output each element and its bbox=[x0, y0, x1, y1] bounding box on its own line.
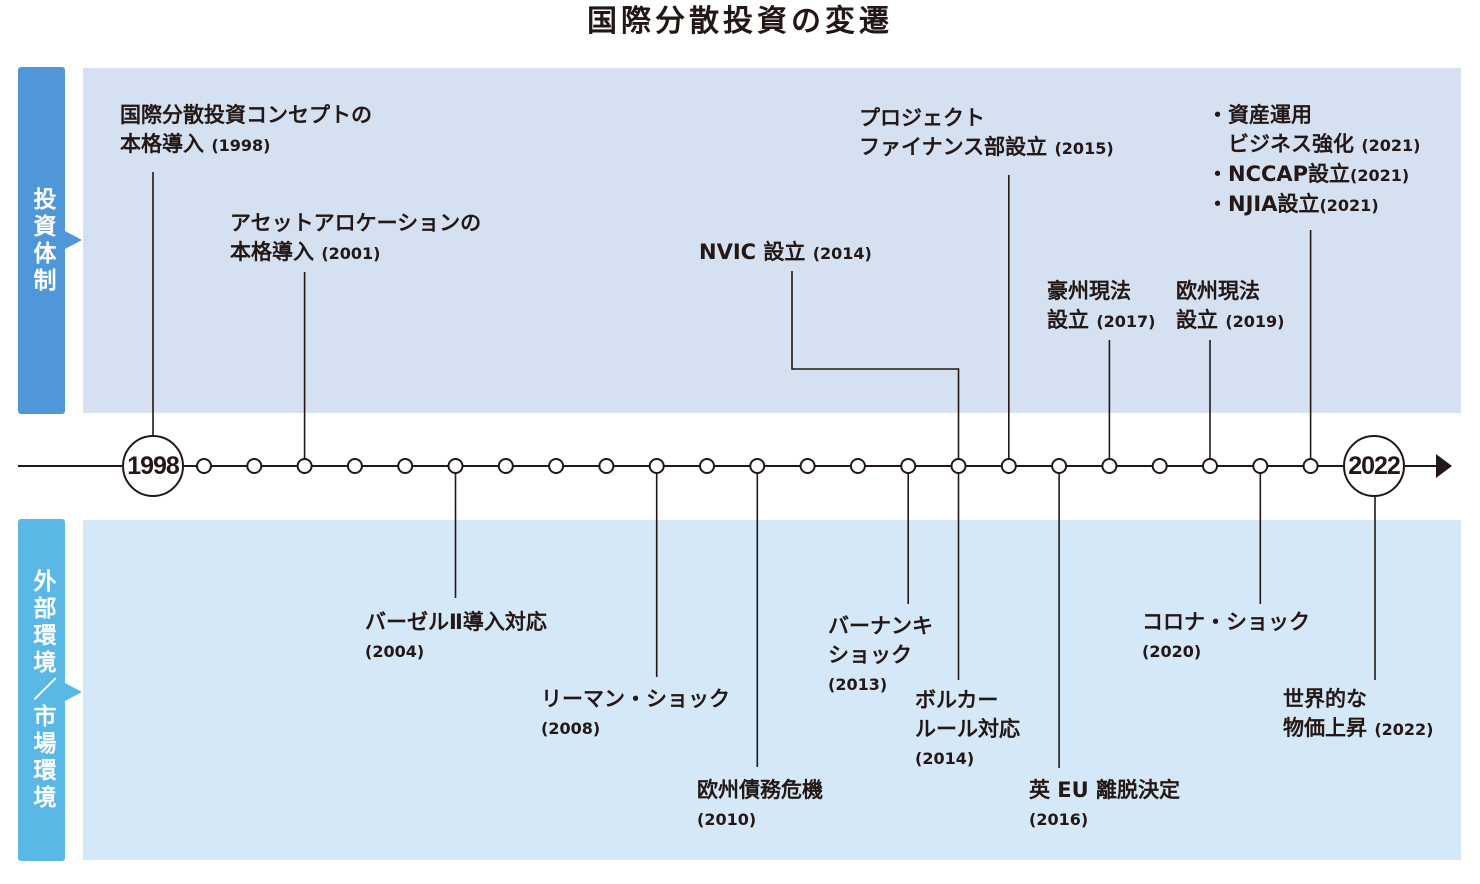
timeline-tick-2017 bbox=[1101, 458, 1118, 474]
event-inflation: 世界的な 物価上昇 (2022) bbox=[1283, 685, 1433, 744]
event-euro-debt: 欧州債務危機 (2010) bbox=[697, 776, 823, 834]
event-line: リーマン・ショック bbox=[541, 687, 730, 711]
event-year: (2015) bbox=[1054, 139, 1114, 158]
event-line: プロジェクト bbox=[859, 106, 985, 130]
event-line: アセットアロケーションの bbox=[230, 211, 482, 235]
event-line: バーナンキ bbox=[828, 614, 933, 638]
event-line: 欧州債務危機 bbox=[697, 778, 823, 802]
event-year: (2001) bbox=[321, 244, 381, 263]
event-corona: コロナ・ショック (2020) bbox=[1142, 608, 1310, 666]
event-year: (2021) bbox=[1350, 166, 1410, 185]
event-europe-sub: 欧州現法 設立 (2019) bbox=[1176, 277, 1284, 336]
event-line: 本格導入 bbox=[230, 240, 314, 264]
event-line: 豪州現法 bbox=[1047, 279, 1131, 303]
event-year: (1998) bbox=[211, 136, 271, 155]
event-year: (2017) bbox=[1096, 312, 1156, 331]
event-line: 世界的な bbox=[1283, 687, 1367, 711]
event-lehman: リーマン・ショック (2008) bbox=[541, 685, 730, 743]
event-year: (2014) bbox=[812, 244, 872, 263]
timeline-tick-2003 bbox=[397, 458, 414, 474]
event-year: (2016) bbox=[1029, 810, 1089, 829]
timeline-tick-2013 bbox=[900, 458, 917, 474]
event-bullet: ビジネス強化 bbox=[1207, 132, 1354, 156]
event-bullet: ・NCCAP設立 bbox=[1207, 162, 1351, 186]
event-line: 本格導入 bbox=[120, 132, 204, 156]
timeline-tick-2010 bbox=[749, 458, 766, 474]
event-year: (2008) bbox=[541, 719, 601, 738]
external-environment-pointer-icon bbox=[65, 683, 82, 701]
timeline-tick-2015 bbox=[1000, 458, 1017, 474]
timeline-tick-2009 bbox=[699, 458, 715, 474]
investment-system-band bbox=[83, 68, 1461, 413]
event-project-finance: プロジェクト ファイナンス部設立 (2015) bbox=[859, 104, 1114, 163]
external-environment-band bbox=[83, 520, 1461, 860]
timeline-tick-2001 bbox=[296, 458, 313, 474]
timeline-tick-2000 bbox=[246, 458, 263, 474]
event-australia-sub: 豪州現法 設立 (2017) bbox=[1047, 277, 1155, 336]
event-year: (2014) bbox=[915, 749, 975, 768]
event-nvic: NVIC 設立 (2014) bbox=[699, 238, 872, 268]
event-line: コロナ・ショック bbox=[1142, 610, 1310, 634]
timeline-tick-2011 bbox=[799, 458, 816, 474]
external-environment-side-label: 外部環境／市場環境 bbox=[18, 519, 65, 861]
event-line: ファイナンス部設立 bbox=[859, 135, 1048, 159]
event-line: 英 EU 離脱決定 bbox=[1029, 778, 1181, 802]
timeline-tick-2007 bbox=[598, 458, 615, 474]
event-line: 物価上昇 bbox=[1283, 716, 1367, 740]
timeline-tick-2006 bbox=[548, 458, 565, 474]
event-year: (2022) bbox=[1374, 720, 1434, 739]
timeline-tick-1999 bbox=[196, 458, 212, 474]
event-intl-diversification: 国際分散投資コンセプトの 本格導入 (1998) bbox=[120, 101, 372, 160]
external-environment-side-text: 外部環境／市場環境 bbox=[29, 568, 55, 812]
diagram-title: 国際分散投資の変遷 bbox=[587, 4, 893, 39]
timeline-tick-2020 bbox=[1252, 458, 1269, 474]
event-line: ボルカー bbox=[915, 688, 999, 712]
event-line: ショック bbox=[828, 643, 912, 667]
timeline-tick-2008 bbox=[648, 458, 665, 474]
event-year: (2021) bbox=[1361, 136, 1421, 155]
event-line: 欧州現法 bbox=[1176, 279, 1260, 303]
event-year: (2004) bbox=[365, 642, 425, 661]
timeline-tick-2012 bbox=[849, 458, 866, 474]
event-year: (2019) bbox=[1225, 312, 1285, 331]
event-business-2021: ・資産運用 ビジネス強化 (2021) ・NCCAP設立(2021) ・NJIA… bbox=[1207, 101, 1420, 220]
event-line: ルール対応 bbox=[915, 717, 1020, 741]
event-asset-allocation: アセットアロケーションの 本格導入 (2001) bbox=[230, 209, 481, 268]
timeline-tick-2014 bbox=[950, 458, 967, 474]
event-year: (2020) bbox=[1142, 642, 1202, 661]
timeline-tick-2019 bbox=[1202, 458, 1218, 474]
timeline-tick-2002 bbox=[346, 458, 363, 474]
event-line: 設立 bbox=[1176, 308, 1218, 332]
event-year: (2013) bbox=[828, 675, 888, 694]
timeline-tick-2004 bbox=[447, 458, 464, 474]
event-bullet: ・NJIA設立 bbox=[1207, 192, 1320, 216]
timeline-arrow-icon bbox=[1436, 454, 1452, 478]
event-year: (2010) bbox=[697, 810, 757, 829]
event-line: 国際分散投資コンセプトの bbox=[120, 103, 372, 127]
timeline-tick-2016 bbox=[1051, 458, 1068, 474]
event-bernanke: バーナンキ ショック (2013) bbox=[828, 612, 933, 699]
timeline-tick-2005 bbox=[497, 458, 514, 474]
investment-system-side-label: 投資体制 bbox=[18, 67, 65, 414]
event-bullet: ・資産運用 bbox=[1207, 103, 1312, 127]
event-brexit: 英 EU 離脱決定 (2016) bbox=[1029, 776, 1180, 834]
investment-system-side-text: 投資体制 bbox=[29, 186, 55, 295]
timeline-tick-2021 bbox=[1302, 458, 1319, 474]
timeline-start-year: 1998 bbox=[122, 435, 184, 497]
timeline-tick-2018 bbox=[1151, 458, 1168, 474]
event-line: NVIC 設立 bbox=[699, 240, 806, 264]
event-volcker: ボルカー ルール対応 (2014) bbox=[915, 686, 1020, 773]
event-line: 設立 bbox=[1047, 308, 1089, 332]
event-year: (2021) bbox=[1319, 196, 1379, 215]
connector-2014-nvic bbox=[791, 271, 960, 459]
event-line: バーゼルⅡ導入対応 bbox=[365, 610, 547, 634]
event-basel2: バーゼルⅡ導入対応 (2004) bbox=[365, 608, 547, 666]
investment-system-pointer-icon bbox=[65, 231, 82, 249]
timeline-end-year: 2022 bbox=[1343, 435, 1405, 497]
